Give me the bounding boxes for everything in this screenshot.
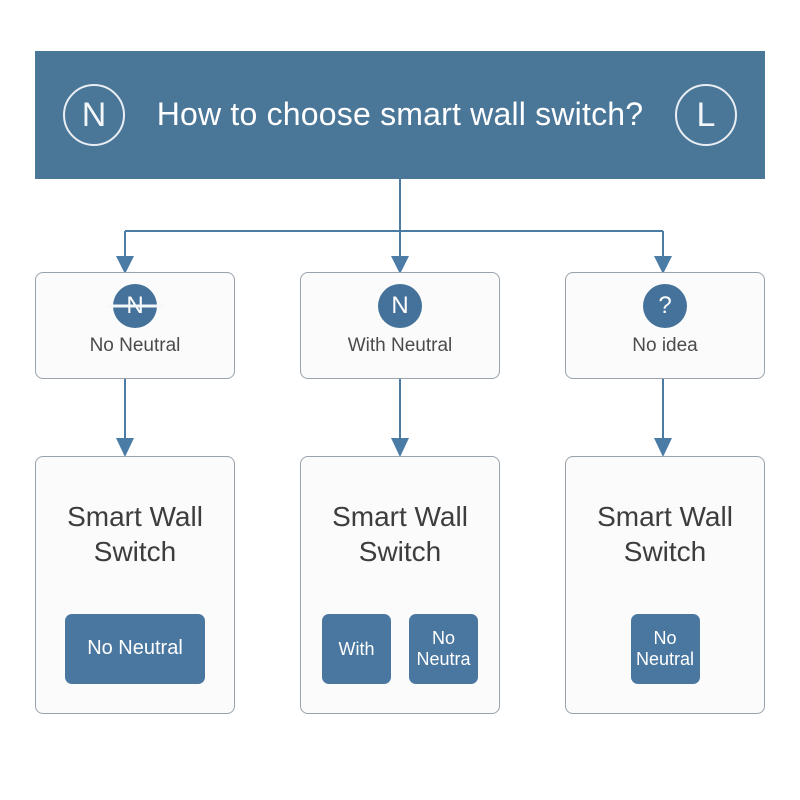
option-label: No Neutral — [89, 335, 181, 356]
variant-button-no-neutral[interactable]: No Neutra — [409, 614, 478, 684]
card-title: Smart Wall Switch — [67, 501, 203, 568]
card-button-row: No Neutral — [566, 614, 764, 684]
product-card-no-neutral[interactable]: Smart Wall Switch No Neutral — [35, 456, 235, 714]
card-button-row: With No Neutra — [301, 614, 499, 684]
card-button-row: No Neutral — [36, 614, 234, 684]
option-icon-glyph: N — [391, 292, 409, 319]
option-box-no-idea[interactable]: ? No idea — [565, 272, 765, 379]
card-title: Smart Wall Switch — [597, 501, 733, 568]
with-neutral-icon: N — [378, 284, 422, 328]
neutral-badge-letter: N — [81, 96, 107, 134]
option-icon-glyph: ? — [658, 292, 672, 319]
option-box-with-neutral[interactable]: N With Neutral — [300, 272, 500, 379]
option-icon-glyph: N — [126, 292, 144, 319]
card-title: Smart Wall Switch — [332, 501, 468, 568]
option-box-no-neutral[interactable]: N No Neutral — [35, 272, 235, 379]
no-neutral-icon: N — [113, 284, 157, 328]
header-banner: N How to choose smart wall switch? L — [35, 51, 765, 179]
variant-button-no-neutral[interactable]: No Neutral — [65, 614, 205, 684]
live-badge-letter: L — [696, 96, 716, 134]
neutral-wire-circle-icon: N — [63, 84, 125, 146]
option-label: No idea — [632, 335, 698, 356]
live-wire-circle-icon: L — [675, 84, 737, 146]
product-card-with-neutral[interactable]: Smart Wall Switch With No Neutra — [300, 456, 500, 714]
option-label: With Neutral — [347, 335, 453, 356]
question-mark-icon: ? — [643, 284, 687, 328]
variant-button-no-neutral[interactable]: No Neutral — [630, 614, 700, 684]
page-title: How to choose smart wall switch? — [156, 96, 644, 133]
variant-button-with[interactable]: With — [322, 614, 391, 684]
product-card-no-idea[interactable]: Smart Wall Switch No Neutral — [565, 456, 765, 714]
